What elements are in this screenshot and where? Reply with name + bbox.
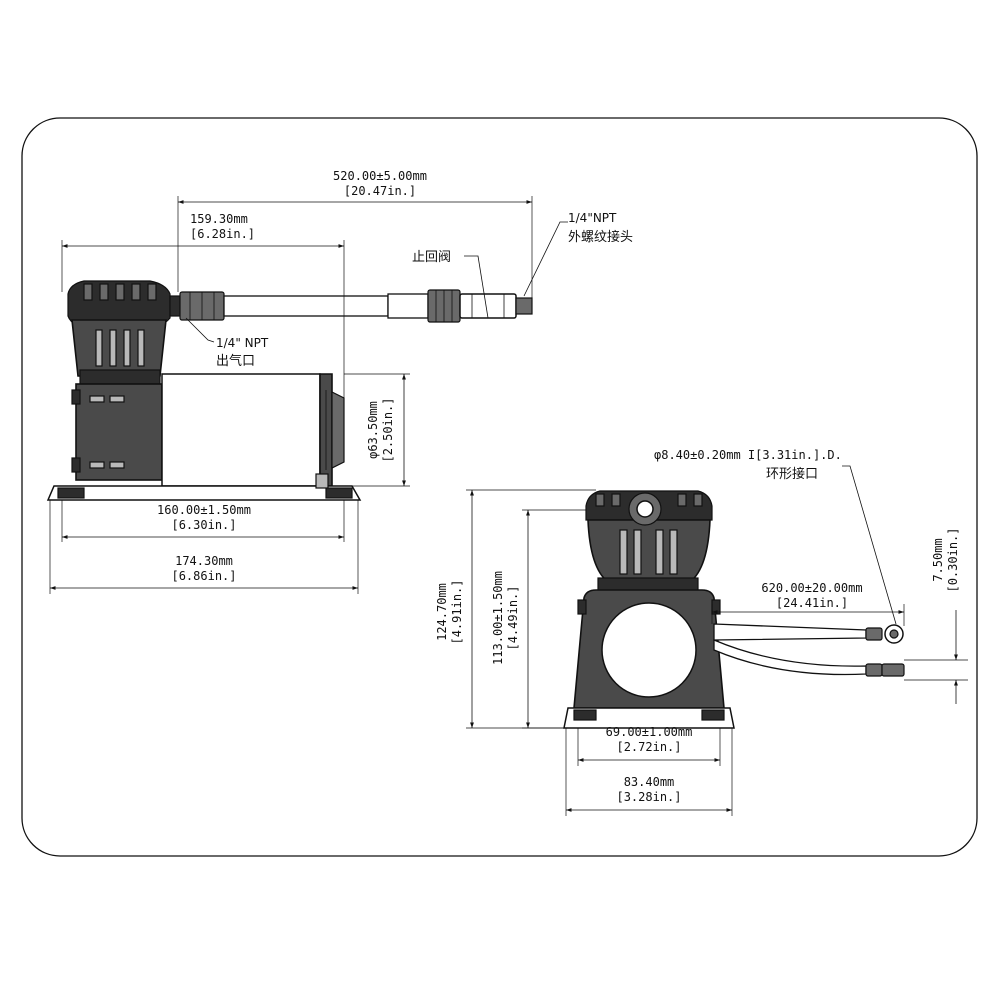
check-valve-label: 止回阀	[412, 250, 451, 265]
male-thread-name-label: 外螺纹接头	[568, 229, 633, 245]
dim-mount-width-mm: 69.00±1.00mm	[606, 725, 693, 739]
dim-mount-width: 69.00±1.00mm [2.72in.]	[577, 725, 721, 766]
dim-head-to-outlet-mm: 159.30mm	[190, 212, 248, 226]
callout-check-valve: 止回阀	[412, 250, 489, 319]
spade-terminal	[881, 663, 905, 677]
drawing-frame	[21, 117, 978, 857]
dim-overall-height-in: [4.91in.]	[450, 579, 464, 644]
mounting-feet-side	[46, 473, 362, 501]
callout-outlet: 1/4" NPT 出气口	[185, 317, 269, 369]
compressor-head-front	[585, 490, 713, 593]
dim-wire-length-in: [24.41in.]	[776, 596, 848, 610]
dim-mount-width-in: [2.72in.]	[616, 740, 681, 754]
dim-body-height-mm: 113.00±1.50mm	[491, 571, 505, 665]
male-thread-fitting	[515, 297, 533, 315]
dim-head-to-outlet: 159.30mm [6.28in.]	[61, 212, 345, 398]
dim-head-to-outlet-in: [6.28in.]	[190, 227, 255, 241]
dim-mount-spacing-mm: 160.00±1.50mm	[157, 503, 251, 517]
outlet-name-label: 出气口	[216, 353, 255, 369]
callout-male-thread: 1/4"NPT 外螺纹接头	[523, 211, 633, 297]
ring-terminal-name-label: 环形接口	[766, 466, 818, 482]
dim-mount-spacing-in: [6.30in.]	[171, 518, 236, 532]
dim-overall-length-mm: 520.00±5.00mm	[333, 169, 427, 183]
dim-base-width-in: [3.28in.]	[616, 790, 681, 804]
compressor-head-side	[67, 280, 171, 385]
outlet-thread-label: 1/4" NPT	[216, 336, 269, 350]
dim-motor-diameter-in: [2.50in.]	[381, 397, 395, 462]
motor-end-cap	[601, 602, 697, 698]
dim-overall-length-in: [20.47in.]	[344, 184, 416, 198]
dim-base-length: 174.30mm [6.86in.]	[49, 500, 359, 594]
check-valve	[459, 293, 517, 319]
motor-body-front	[573, 589, 725, 709]
dim-base-width: 83.40mm [3.28in.]	[565, 728, 733, 816]
side-view: 520.00±5.00mm [20.47in.] 159.30mm [6.28i…	[46, 169, 633, 594]
dim-overall-height-mm: 124.70mm	[435, 583, 449, 641]
dim-base-width-mm: 83.40mm	[624, 775, 675, 789]
dim-terminal-size: 7.50mm [0.30in.]	[904, 527, 968, 704]
dim-base-length-mm: 174.30mm	[175, 554, 233, 568]
power-wires	[713, 623, 905, 677]
dim-base-length-in: [6.86in.]	[171, 569, 236, 583]
dim-wire-length-mm: 620.00±20.00mm	[761, 581, 862, 595]
dim-motor-diameter: φ63.50mm [2.50in.]	[344, 373, 410, 487]
dim-terminal-size-mm: 7.50mm	[931, 538, 945, 581]
dim-motor-diameter-mm: φ63.50mm	[366, 401, 380, 459]
callout-ring-terminal: φ8.40±0.20mm I[3.31in.].D. 环形接口	[654, 448, 897, 625]
ring-terminal-spec-label: φ8.40±0.20mm I[3.31in.].D.	[654, 448, 842, 462]
dim-terminal-size-in: [0.30in.]	[946, 527, 960, 592]
front-view: 124.70mm [4.91in.] 113.00±1.50mm [4.49in…	[435, 448, 968, 816]
dim-body-height: 113.00±1.50mm [4.49in.]	[491, 509, 586, 729]
dim-wire-length: 620.00±20.00mm [24.41in.]	[711, 581, 905, 626]
male-thread-thread-label: 1/4"NPT	[568, 211, 617, 225]
mounting-base-front	[563, 707, 735, 729]
hose-assembly	[169, 289, 533, 323]
dim-overall-length: 520.00±5.00mm [20.47in.]	[177, 169, 533, 298]
dim-body-height-in: [4.49in.]	[506, 585, 520, 650]
motor-body-side	[71, 373, 345, 487]
dim-mount-spacing: 160.00±1.50mm [6.30in.]	[61, 500, 345, 542]
